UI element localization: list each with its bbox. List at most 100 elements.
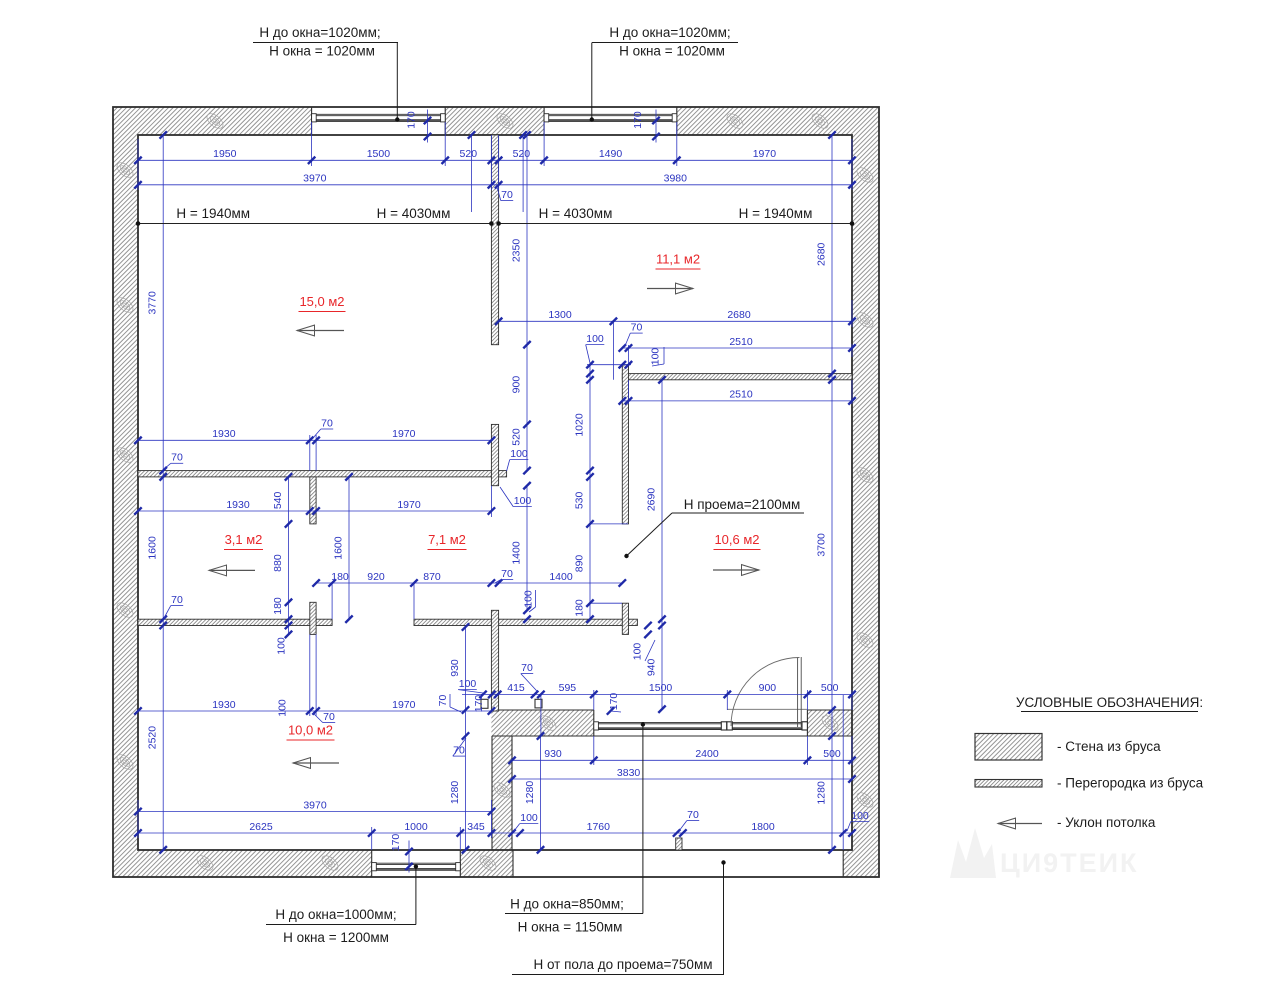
svg-text:- Стена из бруса: - Стена из бруса xyxy=(1057,739,1161,754)
svg-text:1280: 1280 xyxy=(524,781,536,805)
svg-text:70: 70 xyxy=(437,695,449,707)
svg-text:Н окна = 1020мм: Н окна = 1020мм xyxy=(619,44,725,59)
svg-text:1280: 1280 xyxy=(816,781,828,805)
svg-text:870: 870 xyxy=(423,571,441,583)
svg-text:70: 70 xyxy=(171,594,183,606)
svg-text:530: 530 xyxy=(574,491,586,509)
svg-text:70: 70 xyxy=(501,568,513,580)
svg-text:70: 70 xyxy=(501,189,513,201)
svg-text:2510: 2510 xyxy=(729,336,753,348)
svg-text:Н до окна=850мм;: Н до окна=850мм; xyxy=(510,897,624,912)
svg-text:1490: 1490 xyxy=(599,148,623,160)
svg-text:Н окна = 1150мм: Н окна = 1150мм xyxy=(518,920,623,935)
svg-text:Н = 4030мм: Н = 4030мм xyxy=(539,206,613,221)
svg-text:520: 520 xyxy=(511,428,523,446)
svg-text:1280: 1280 xyxy=(449,781,461,805)
svg-text:Н окна = 1020мм: Н окна = 1020мм xyxy=(269,44,375,59)
svg-text:930: 930 xyxy=(544,748,562,760)
svg-text:1970: 1970 xyxy=(753,148,777,160)
svg-text:500: 500 xyxy=(821,682,839,694)
svg-text:11,1 м2: 11,1 м2 xyxy=(656,252,700,267)
svg-text:70: 70 xyxy=(521,662,533,674)
svg-text:1000: 1000 xyxy=(404,821,428,833)
svg-text:3770: 3770 xyxy=(147,291,159,315)
svg-text:70: 70 xyxy=(171,452,183,464)
svg-text:Н = 4030мм: Н = 4030мм xyxy=(377,206,451,221)
svg-text:Н = 1940мм: Н = 1940мм xyxy=(739,206,813,221)
svg-text:100: 100 xyxy=(520,812,538,824)
svg-text:Н до окна=1000мм;: Н до окна=1000мм; xyxy=(275,907,396,922)
svg-text:180: 180 xyxy=(574,599,586,617)
svg-text:- Перегородка из бруса: - Перегородка из бруса xyxy=(1057,776,1204,791)
svg-text:520: 520 xyxy=(460,148,478,160)
svg-text:- Уклон потолка: - Уклон потолка xyxy=(1057,815,1156,830)
svg-text:1500: 1500 xyxy=(649,682,673,694)
svg-text:2690: 2690 xyxy=(646,488,658,512)
svg-text:1300: 1300 xyxy=(548,309,572,321)
svg-text:100: 100 xyxy=(510,448,528,460)
svg-text:920: 920 xyxy=(367,571,385,583)
svg-text:1970: 1970 xyxy=(392,428,416,440)
svg-text:1760: 1760 xyxy=(587,821,611,833)
svg-text:170: 170 xyxy=(473,695,485,713)
svg-text:3970: 3970 xyxy=(303,173,327,185)
svg-text:100: 100 xyxy=(586,333,604,345)
svg-text:3970: 3970 xyxy=(303,799,327,811)
svg-text:595: 595 xyxy=(559,682,577,694)
svg-text:1400: 1400 xyxy=(549,571,573,583)
svg-text:170: 170 xyxy=(390,834,402,852)
svg-text:УСЛОВНЫЕ ОБОЗНАЧЕНИЯ:: УСЛОВНЫЕ ОБОЗНАЧЕНИЯ: xyxy=(1016,695,1203,710)
svg-text:Н до окна=1020мм;: Н до окна=1020мм; xyxy=(609,25,730,40)
svg-text:180: 180 xyxy=(331,571,349,583)
svg-text:2510: 2510 xyxy=(729,389,753,401)
svg-text:900: 900 xyxy=(511,376,523,394)
svg-text:2520: 2520 xyxy=(147,726,159,750)
svg-text:1930: 1930 xyxy=(212,428,236,440)
svg-text:1500: 1500 xyxy=(367,148,391,160)
svg-text:10,0 м2: 10,0 м2 xyxy=(288,723,333,738)
svg-text:1400: 1400 xyxy=(511,541,523,565)
svg-text:2400: 2400 xyxy=(695,748,719,760)
svg-text:1930: 1930 xyxy=(226,499,250,511)
svg-text:7,1 м2: 7,1 м2 xyxy=(428,532,466,547)
svg-text:100: 100 xyxy=(514,495,532,507)
svg-text:100: 100 xyxy=(632,643,644,661)
svg-text:1600: 1600 xyxy=(147,536,159,560)
svg-text:1020: 1020 xyxy=(574,413,586,437)
svg-text:2680: 2680 xyxy=(816,242,828,266)
svg-text:Н до окна=1020мм;: Н до окна=1020мм; xyxy=(259,25,380,40)
svg-text:1970: 1970 xyxy=(397,499,421,511)
svg-text:1970: 1970 xyxy=(392,699,416,711)
svg-text:70: 70 xyxy=(453,745,465,757)
svg-text:930: 930 xyxy=(449,659,461,677)
svg-text:3980: 3980 xyxy=(664,173,688,185)
svg-text:10,6 м2: 10,6 м2 xyxy=(714,532,759,547)
svg-text:H = 1940мм: H = 1940мм xyxy=(176,206,250,221)
svg-text:1600: 1600 xyxy=(333,536,345,560)
svg-text:Н от пола до проема=750мм: Н от пола до проема=750мм xyxy=(533,957,712,972)
svg-text:415: 415 xyxy=(507,682,525,694)
svg-text:100: 100 xyxy=(851,810,869,822)
svg-text:100: 100 xyxy=(277,699,289,717)
svg-text:170: 170 xyxy=(632,111,644,129)
svg-text:70: 70 xyxy=(321,417,333,429)
svg-text:1950: 1950 xyxy=(213,148,237,160)
svg-text:2680: 2680 xyxy=(727,309,751,321)
svg-text:3,1 м2: 3,1 м2 xyxy=(225,532,263,547)
svg-text:100: 100 xyxy=(276,637,288,655)
svg-text:1800: 1800 xyxy=(751,821,775,833)
svg-text:100: 100 xyxy=(523,590,535,608)
svg-text:70: 70 xyxy=(323,711,335,723)
svg-text:Н окна = 1200мм: Н окна = 1200мм xyxy=(283,930,389,945)
svg-text:880: 880 xyxy=(272,554,284,572)
svg-text:3700: 3700 xyxy=(816,533,828,557)
svg-text:15,0 м2: 15,0 м2 xyxy=(299,294,344,309)
svg-text:180: 180 xyxy=(272,597,284,615)
svg-text:890: 890 xyxy=(574,555,586,573)
svg-text:170: 170 xyxy=(406,111,418,129)
svg-text:540: 540 xyxy=(272,491,284,509)
svg-text:2625: 2625 xyxy=(249,821,273,833)
svg-text:100: 100 xyxy=(459,678,477,690)
svg-text:3830: 3830 xyxy=(617,767,641,779)
svg-text:100: 100 xyxy=(650,348,662,366)
